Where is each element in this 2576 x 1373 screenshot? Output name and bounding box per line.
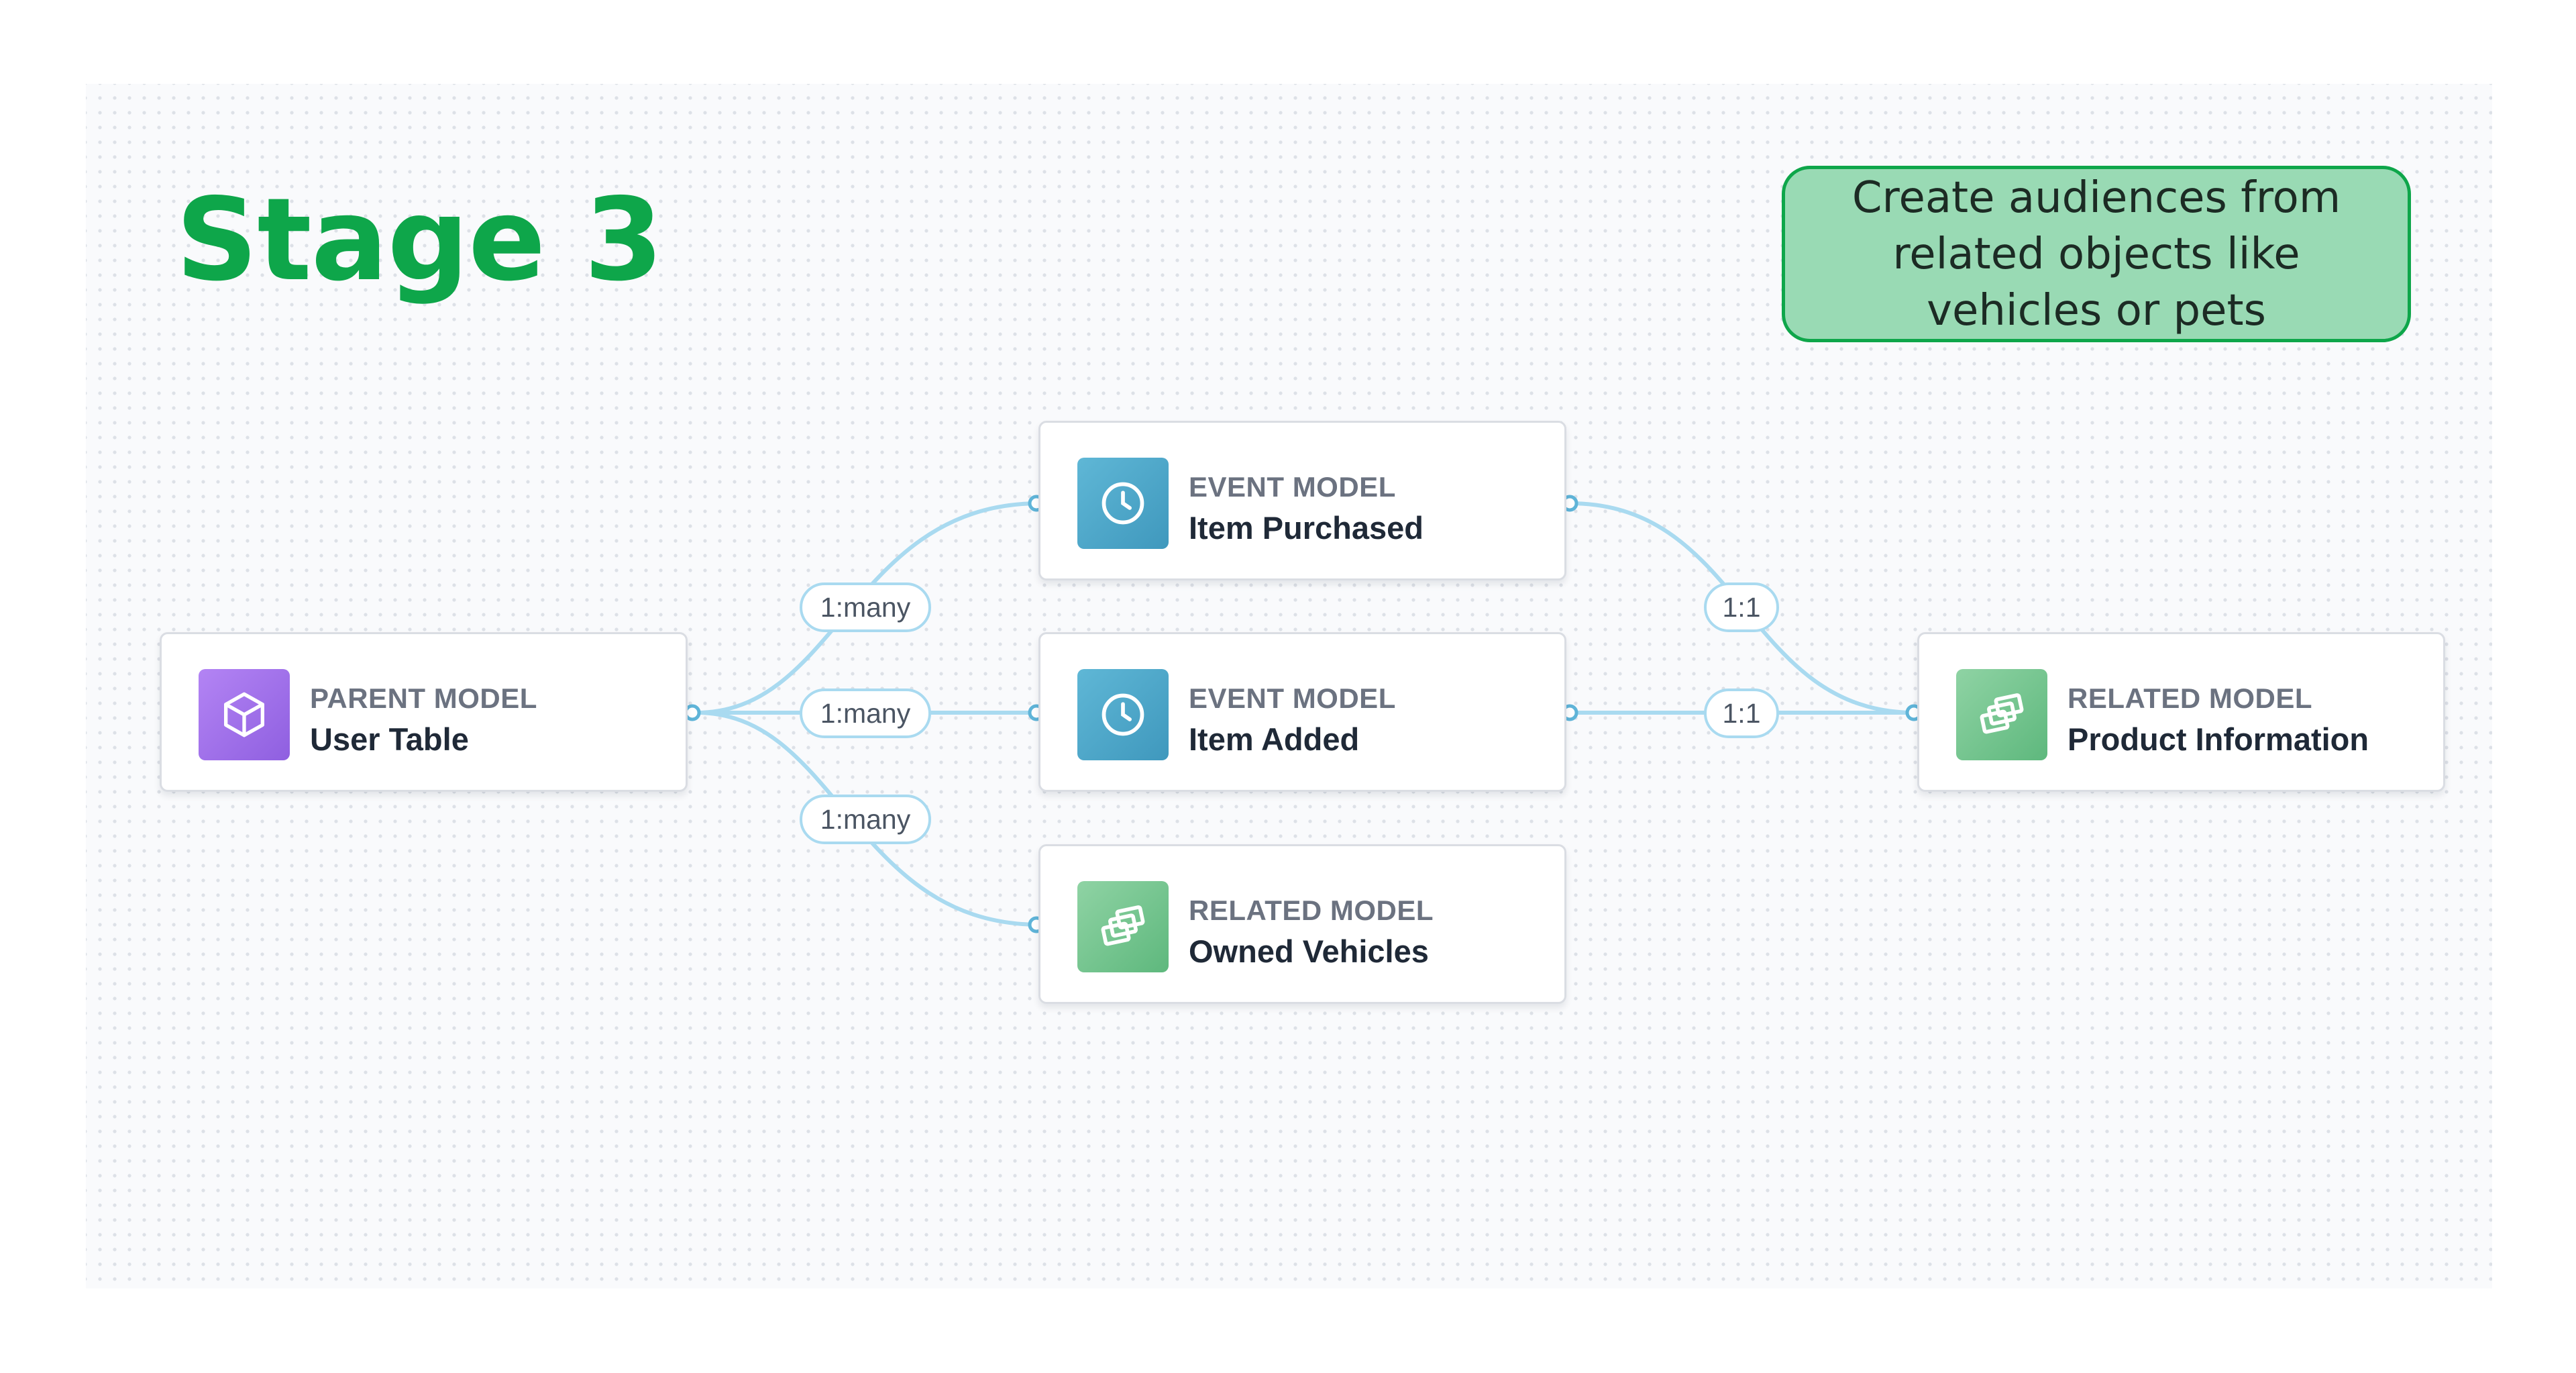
node-name: User Table [310,721,469,757]
handle-user-out[interactable] [684,704,701,721]
node-item-purchased[interactable]: EVENT MODEL Item Purchased [1038,421,1566,580]
node-kind-label: EVENT MODEL [1189,471,1396,503]
clock-icon [1077,669,1169,760]
callout-note: Create audiences from related objects li… [1782,166,2411,342]
node-kind-label: EVENT MODEL [1189,682,1396,714]
node-kind-label: RELATED MODEL [1189,895,1434,926]
node-kind-label: RELATED MODEL [2068,682,2313,714]
node-name: Item Purchased [1189,510,1424,546]
edge-label-user-vehicles: 1:many [800,795,931,844]
stage-title: Stage 3 [176,174,663,307]
node-name: Product Information [2068,721,2369,757]
node-product-information[interactable]: RELATED MODEL Product Information [1917,632,2445,792]
node-name: Item Added [1189,721,1360,757]
edge-label-purchased-product: 1:1 [1704,582,1779,632]
cube-icon [199,669,290,760]
node-user-table[interactable]: PARENT MODEL User Table [160,632,688,792]
node-kind-label: PARENT MODEL [310,682,537,714]
edge-label-user-purchased: 1:many [800,582,931,632]
node-item-added[interactable]: EVENT MODEL Item Added [1038,632,1566,792]
edge-label-user-added: 1:many [800,689,931,738]
node-owned-vehicles[interactable]: RELATED MODEL Owned Vehicles [1038,844,1566,1004]
edge-label-added-product: 1:1 [1704,689,1779,738]
stacked-cards-icon [1077,881,1169,972]
stacked-cards-icon [1956,669,2047,760]
clock-icon [1077,458,1169,549]
node-name: Owned Vehicles [1189,933,1429,969]
